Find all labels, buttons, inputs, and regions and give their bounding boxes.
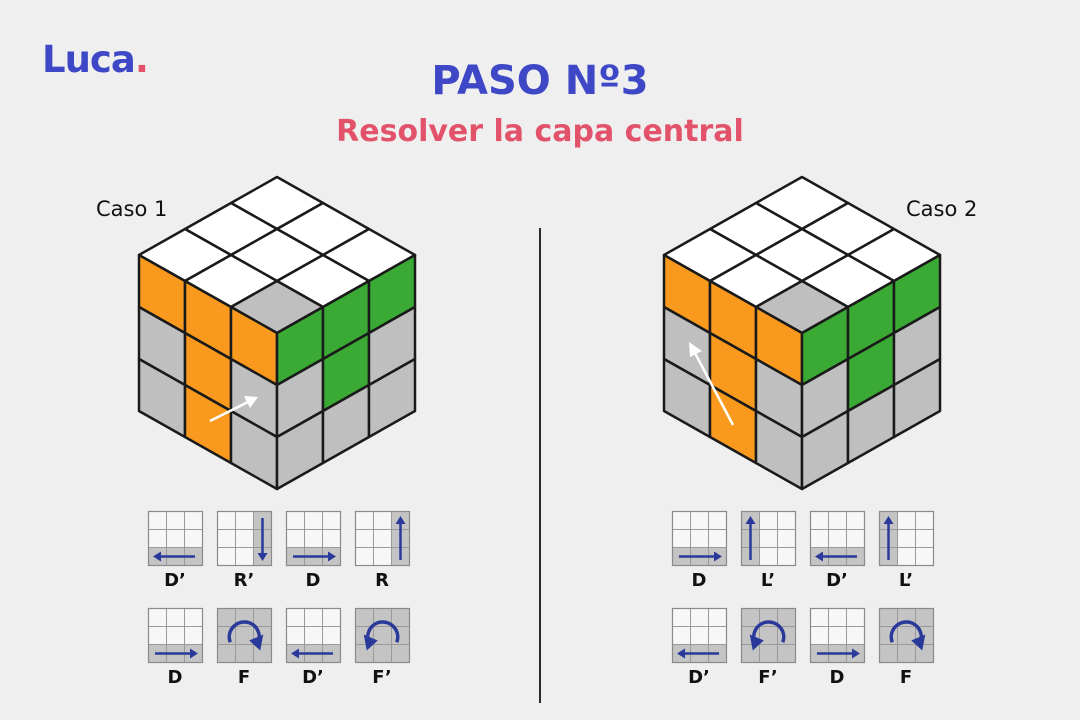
arrow-left-icon xyxy=(809,510,866,567)
move-tile: R xyxy=(352,510,412,591)
rotate-cw-icon xyxy=(216,607,273,664)
cube-1-right-face xyxy=(275,253,417,491)
move-label: D xyxy=(691,570,707,591)
brand-name: Luca xyxy=(42,38,136,81)
move-tile: D’ xyxy=(283,607,343,688)
move-tile: D xyxy=(669,510,729,591)
cube-1-left-face xyxy=(137,253,279,491)
move-tile: D’ xyxy=(145,510,205,591)
arrow-left-icon xyxy=(671,607,728,664)
arrow-right-icon xyxy=(809,607,866,664)
brand-dot: . xyxy=(134,38,149,81)
move-label: D’ xyxy=(688,667,710,688)
arrow-right-icon xyxy=(671,510,728,567)
arrow-up-left-icon xyxy=(878,510,935,567)
cube-2-move-arrow xyxy=(689,342,735,426)
arrow-up-right-icon xyxy=(354,510,411,567)
arrow-down-right-icon xyxy=(216,510,273,567)
move-tile: F’ xyxy=(352,607,412,688)
move-tile: F xyxy=(214,607,274,688)
move-label: D’ xyxy=(302,667,324,688)
move-tile: R’ xyxy=(214,510,274,591)
move-label: D xyxy=(167,667,183,688)
move-label: D’ xyxy=(164,570,186,591)
cube-2-right-face xyxy=(800,253,942,491)
cube-1-move-arrow xyxy=(209,396,258,423)
move-tile: L’ xyxy=(738,510,798,591)
case-2-label: Caso 2 xyxy=(906,197,978,221)
arrow-left-icon xyxy=(285,607,342,664)
move-label: F xyxy=(237,667,251,688)
move-label: D xyxy=(305,570,321,591)
page-title: PASO Nº3 xyxy=(431,58,649,104)
move-label: L’ xyxy=(760,570,776,591)
move-label: D xyxy=(829,667,845,688)
move-label: L’ xyxy=(898,570,914,591)
arrow-left-icon xyxy=(147,510,204,567)
move-label: R xyxy=(375,570,389,591)
rotate-ccw-icon xyxy=(354,607,411,664)
page-subtitle: Resolver la capa central xyxy=(336,114,744,149)
rotate-ccw-icon xyxy=(740,607,797,664)
move-tile: F xyxy=(876,607,936,688)
brand-logo: Luca. xyxy=(42,38,149,81)
move-label: F xyxy=(899,667,913,688)
move-tile: D’ xyxy=(807,510,867,591)
move-label: R’ xyxy=(233,570,255,591)
case-1-label: Caso 1 xyxy=(96,197,168,221)
move-tile: D xyxy=(807,607,867,688)
move-tile: D’ xyxy=(669,607,729,688)
divider xyxy=(539,228,541,703)
move-label: F’ xyxy=(372,667,392,688)
move-tile: L’ xyxy=(876,510,936,591)
rotate-cw-icon xyxy=(878,607,935,664)
move-tile: D xyxy=(145,607,205,688)
move-label: D’ xyxy=(826,570,848,591)
arrow-right-icon xyxy=(285,510,342,567)
move-label: F’ xyxy=(758,667,778,688)
move-tile: F’ xyxy=(738,607,798,688)
arrow-up-left-icon xyxy=(740,510,797,567)
move-tile: D xyxy=(283,510,343,591)
arrow-right-icon xyxy=(147,607,204,664)
